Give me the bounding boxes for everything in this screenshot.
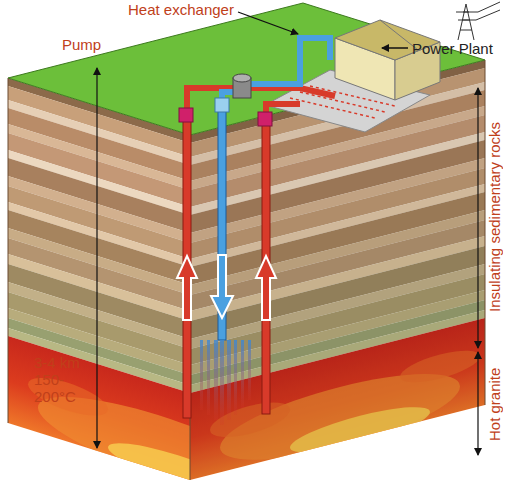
layer-label: Hot granite [486,352,503,456]
callout-label: Power Plant [412,40,493,57]
callout-label: Heat exchanger [128,1,234,18]
dimension-label: 3-4 km 150- 200°C [34,354,90,405]
layer-label: Insulating sedimentary rocks [486,86,503,348]
callout-label: Pump [62,36,101,53]
